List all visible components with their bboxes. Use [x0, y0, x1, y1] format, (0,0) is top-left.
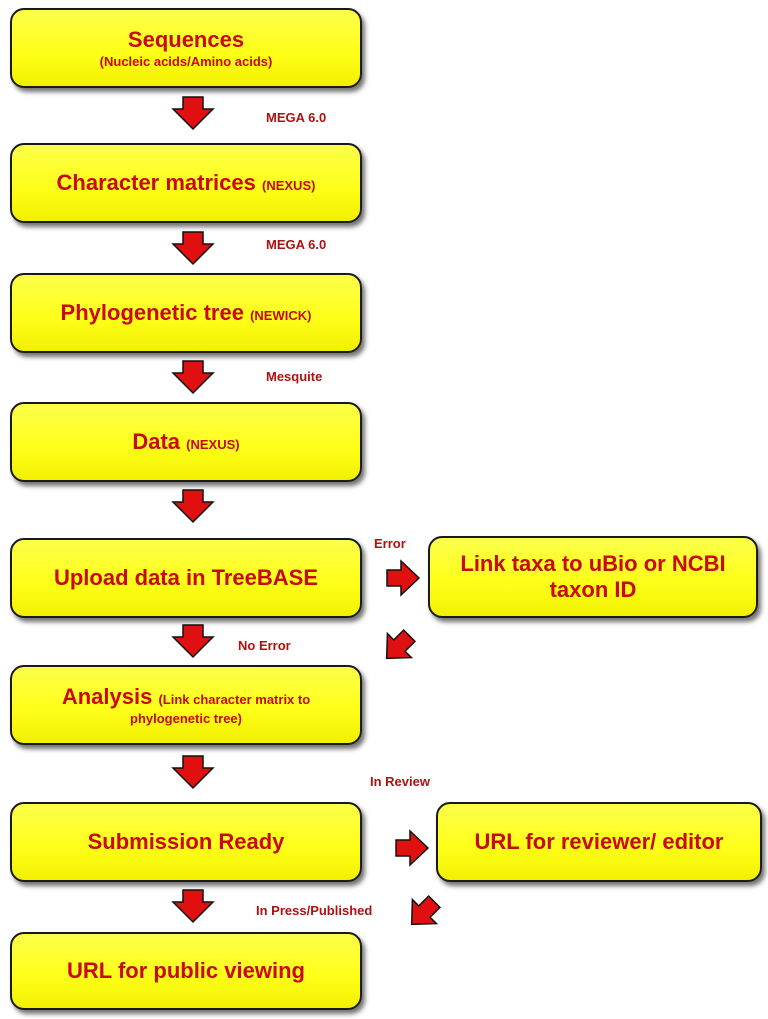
sequences-title: Sequences	[127, 27, 245, 53]
phylogenetic-tree-format: (NEWICK)	[250, 307, 312, 323]
label-in-press: In Press/Published	[256, 903, 373, 918]
label-error: Error	[374, 536, 406, 551]
upload-box: Upload data in TreeBASE	[10, 538, 362, 618]
link-taxa-line2: taxon ID	[549, 577, 637, 602]
arrow-link-taxa-back	[385, 628, 417, 660]
data-box: Data (NEXUS)	[10, 402, 362, 482]
character-matrices-line: Character matrices (NEXUS)	[57, 170, 316, 196]
phylogenetic-tree-line: Phylogenetic tree (NEWICK)	[61, 300, 312, 326]
reviewer-title: URL for reviewer/ editor	[474, 828, 724, 854]
data-line: Data (NEXUS)	[132, 429, 239, 455]
analysis-title: Analysis	[61, 684, 153, 710]
public-title: URL for public viewing	[67, 957, 305, 983]
arrow-submission-to-reviewer	[395, 830, 429, 866]
arrow-upload-to-link-taxa	[386, 560, 420, 596]
arrow-sequences-to-matrices	[172, 96, 214, 130]
arrow-submission-to-public	[172, 889, 214, 923]
phylogenetic-tree-title: Phylogenetic tree	[60, 299, 244, 325]
analysis-subtitle-2: phylogenetic tree)	[130, 710, 242, 726]
data-title: Data	[132, 428, 181, 454]
character-matrices-format: (NEXUS)	[262, 177, 316, 193]
arrow-matrices-to-tree	[172, 231, 214, 265]
phylogenetic-tree-box: Phylogenetic tree (NEWICK)	[10, 273, 362, 353]
label-mega-2: MEGA 6.0	[266, 237, 327, 252]
arrow-tree-to-data	[172, 360, 214, 394]
character-matrices-box: Character matrices (NEXUS)	[10, 143, 362, 223]
sequences-subtitle: (Nucleic acids/Amino acids)	[99, 53, 273, 69]
link-taxa-line1: Link taxa to uBio or NCBI	[460, 550, 726, 576]
link-taxa-box: Link taxa to uBio or NCBI taxon ID	[428, 536, 758, 618]
data-format: (NEXUS)	[186, 436, 240, 452]
arrow-reviewer-to-public	[410, 894, 442, 926]
submission-box: Submission Ready	[10, 802, 362, 882]
analysis-subtitle-1: (Link character matrix to	[158, 692, 311, 708]
reviewer-box: URL for reviewer/ editor	[436, 802, 762, 882]
arrow-data-to-upload	[172, 489, 214, 523]
label-no-error: No Error	[238, 638, 291, 653]
sequences-box: Sequences (Nucleic acids/Amino acids)	[10, 8, 362, 88]
label-mesquite: Mesquite	[266, 369, 323, 384]
upload-title: Upload data in TreeBASE	[53, 564, 319, 590]
analysis-line: Analysis (Link character matrix to	[62, 684, 310, 710]
submission-title: Submission Ready	[87, 828, 285, 854]
character-matrices-title: Character matrices	[56, 169, 256, 195]
arrow-analysis-to-submission	[172, 755, 214, 789]
analysis-box: Analysis (Link character matrix to phylo…	[10, 665, 362, 745]
label-in-review: In Review	[370, 774, 430, 789]
public-box: URL for public viewing	[10, 932, 362, 1010]
arrow-upload-to-analysis	[172, 624, 214, 658]
label-mega-1: MEGA 6.0	[266, 110, 327, 125]
